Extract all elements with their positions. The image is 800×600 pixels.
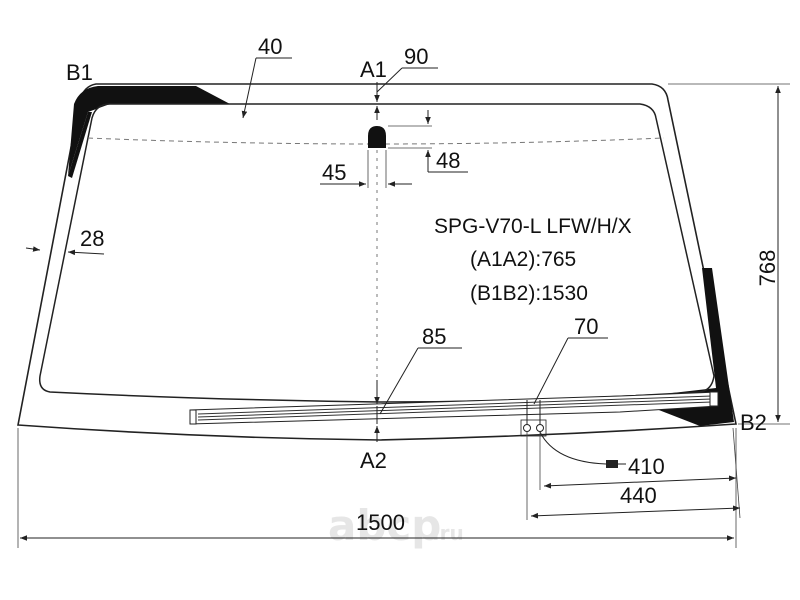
glass-inner-edge [38,103,715,403]
part-code: SPG-V70-L LFW/H/X [434,215,632,238]
width-label: 1500 [356,510,405,535]
width-dimension: 1500 [17,428,737,548]
watermark-brand: abcp [328,501,441,550]
dim-90: 90 [404,44,428,69]
dim-70-leader: 70 [533,314,608,405]
height-b1b2: (B1B2):1530 [470,282,588,305]
connectors [520,400,626,468]
dim-28: 28 [80,226,104,251]
dim-40: 40 [258,34,282,59]
point-a1: A1 [360,57,387,82]
connector-dimensions: 410 440 [526,427,741,520]
dim-48: 48 [436,148,460,173]
point-b2: B2 [740,410,767,435]
dim-440: 440 [620,483,657,508]
height-dimension: 768 [668,83,790,425]
dim-28-leader: 28 [25,226,104,256]
point-b1: B1 [66,60,93,85]
ceramic-band [68,86,734,426]
dim-85-leader: 85 [379,324,462,415]
sensor-dimensions: 45 48 [320,110,468,188]
height-label: 768 [755,250,780,287]
dim-410: 410 [628,454,665,479]
heater-strip [189,391,719,425]
dim-70: 70 [574,314,598,339]
height-a1a2: (A1A2):765 [470,248,576,271]
glass-outer-edge [17,83,737,441]
dim-90-leader: 90 [376,44,438,93]
dim-45: 45 [322,160,346,185]
dim-85: 85 [422,324,446,349]
watermark-tld: .ru [432,521,464,545]
watermark: abcp .ru [328,501,464,550]
point-a2: A2 [360,448,387,473]
sensor-mount [368,126,386,148]
dim-40-leader: 40 [241,34,292,119]
